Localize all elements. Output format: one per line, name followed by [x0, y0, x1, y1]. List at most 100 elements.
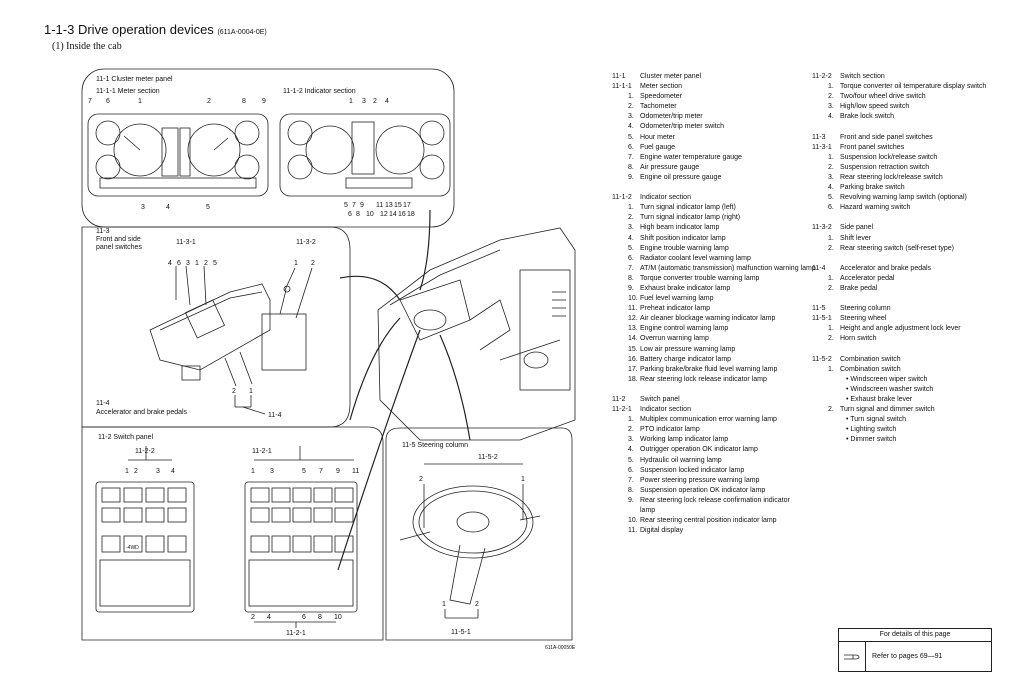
- reference-text: Refer to pages 69—91: [872, 653, 943, 660]
- legend-value: Power steering pressure warning lamp: [640, 476, 760, 484]
- legend-row: 6.Radiator coolant level warning lamp: [612, 254, 812, 264]
- legend-row: 3.High beam indicator lamp: [612, 223, 812, 233]
- legend-key: 11.: [628, 305, 638, 313]
- legend-row: 1.Shift lever: [812, 234, 1022, 244]
- legend-key: 11-2: [612, 396, 626, 403]
- legend-key: 2.: [828, 335, 834, 343]
- legend-key: 3.: [628, 224, 634, 232]
- switch-panel-labels: 11-2 Switch panel 11-2-2 1 2 3 4 11-2-1 …: [98, 434, 359, 637]
- legend-key: 1.: [628, 204, 634, 212]
- legend-key: 4.: [628, 446, 634, 454]
- cluster-title: 11-1 Cluster meter panel: [96, 76, 173, 83]
- callout: 5: [206, 204, 210, 211]
- callout: 5: [344, 202, 348, 209]
- callout: 10: [334, 614, 342, 621]
- callout: 9: [262, 98, 266, 105]
- legend-value: Meter section: [640, 83, 683, 91]
- callout: 3: [141, 204, 145, 211]
- callout: 9: [360, 202, 364, 209]
- legend-value: • Dimmer switch: [846, 436, 897, 444]
- callout: 3: [362, 98, 366, 105]
- steering-wheel-drawing: [399, 463, 541, 619]
- legend-value: Odometer/trip meter switch: [640, 123, 725, 131]
- panel-button: [292, 535, 312, 553]
- legend-key: 8.: [628, 274, 634, 282]
- legend-key: 17.: [628, 365, 638, 373]
- legend-value: Speedometer: [640, 93, 683, 101]
- legend-key: 11-2-2: [812, 73, 832, 80]
- panel-button: [123, 487, 143, 503]
- legend-key: 11-3-2: [812, 224, 832, 232]
- legend-row: • Dimmer switch: [812, 435, 1022, 445]
- page-title: 1-1-3 Drive operation devices (611A-0004…: [44, 22, 267, 37]
- legend-value: Engine trouble warning lamp: [640, 244, 729, 252]
- label-4wd: -4WD: [126, 545, 139, 551]
- legend-row: 10.Rear steering central position indica…: [612, 516, 812, 526]
- legend-row: 5.Hour meter: [612, 133, 812, 143]
- legend-row: 8.Air pressure gauge: [612, 163, 812, 173]
- legend-value: Engine water temperature gauge: [640, 153, 742, 161]
- legend-row: 12.Air cleaner blockage warning indicato…: [612, 314, 812, 324]
- legend-value: Hour meter: [640, 133, 676, 141]
- legend-key: 2.: [628, 103, 634, 111]
- legend-value: Suspension retraction switch: [840, 163, 930, 171]
- legend-key: 7.: [628, 476, 634, 484]
- panel-button: [313, 507, 333, 523]
- legend-row: 4.Brake lock switch: [812, 112, 1022, 122]
- legend-row: 8.Torque converter trouble warning lamp: [612, 274, 812, 284]
- legend-row: 2.Turn signal indicator lamp (right): [612, 213, 812, 223]
- callout: 8: [242, 98, 246, 105]
- callout: 7: [88, 98, 92, 105]
- legend-key: 2.: [828, 163, 834, 171]
- callout: 1: [442, 601, 446, 608]
- legend-value: Suspension lock/release switch: [840, 153, 938, 161]
- legend-key: 4.: [828, 184, 834, 192]
- legend-row: 14.Overrun warning lamp: [612, 334, 812, 344]
- callout: 6: [302, 614, 306, 621]
- label: panel switches: [96, 244, 142, 251]
- callout: 1: [125, 468, 129, 475]
- legend-key: 2.: [828, 284, 834, 292]
- legend-row: 1.Combination switch: [812, 365, 1022, 375]
- legend-value: Working lamp indicator lamp: [640, 436, 729, 444]
- legend-row: 10.Fuel level warning lamp: [612, 294, 812, 304]
- legend-row: • Lighting switch: [812, 425, 1022, 435]
- panel-button: [167, 507, 187, 523]
- callout: 6: [348, 211, 352, 218]
- legend-row: 1.Speedometer: [612, 92, 812, 102]
- callout: 8: [356, 211, 360, 218]
- legend-value: Side panel: [840, 224, 874, 232]
- front-panel-labels: 11-3 Front and side panel switches 11-3-…: [96, 228, 316, 419]
- legend-key: 9.: [628, 284, 634, 292]
- front-panel-drawing: [149, 265, 313, 415]
- front-panel-box: [81, 226, 351, 428]
- legend-row: 13.Engine control warning lamp: [612, 324, 812, 334]
- legend-key: 11-5-2: [812, 355, 832, 363]
- legend-value: Tachometer: [640, 103, 677, 111]
- legend-row: 9.Exhaust brake indicator lamp: [612, 284, 812, 294]
- legend-value: Fuel level warning lamp: [640, 295, 714, 303]
- panel-button: [101, 487, 121, 503]
- legend-row: 7.Engine water temperature gauge: [612, 153, 812, 163]
- legend-key: 2.: [828, 406, 834, 414]
- legend-key: 10.: [628, 295, 638, 303]
- legend-row: 2.Rear steering switch (self-reset type): [812, 244, 1022, 254]
- indicator-panel-drawing: [279, 113, 451, 197]
- legend-value: Switch panel: [640, 396, 680, 403]
- legend-value: • Exhaust brake lever: [846, 396, 913, 403]
- label: 11-5-2: [478, 454, 498, 461]
- callout: 7: [319, 468, 323, 475]
- panel-button: [313, 535, 333, 553]
- legend-key: 6.: [828, 204, 834, 212]
- legend-row: 18.Rear steering lock release indicator …: [612, 375, 812, 385]
- label: 11-2-1: [252, 448, 272, 455]
- callout: 4: [166, 204, 170, 211]
- legend-value: Indicator section: [640, 406, 691, 414]
- label: Front and side: [96, 236, 141, 243]
- panel-button: [101, 507, 121, 523]
- legend-value: Outrigger operation OK indicator lamp: [640, 446, 758, 454]
